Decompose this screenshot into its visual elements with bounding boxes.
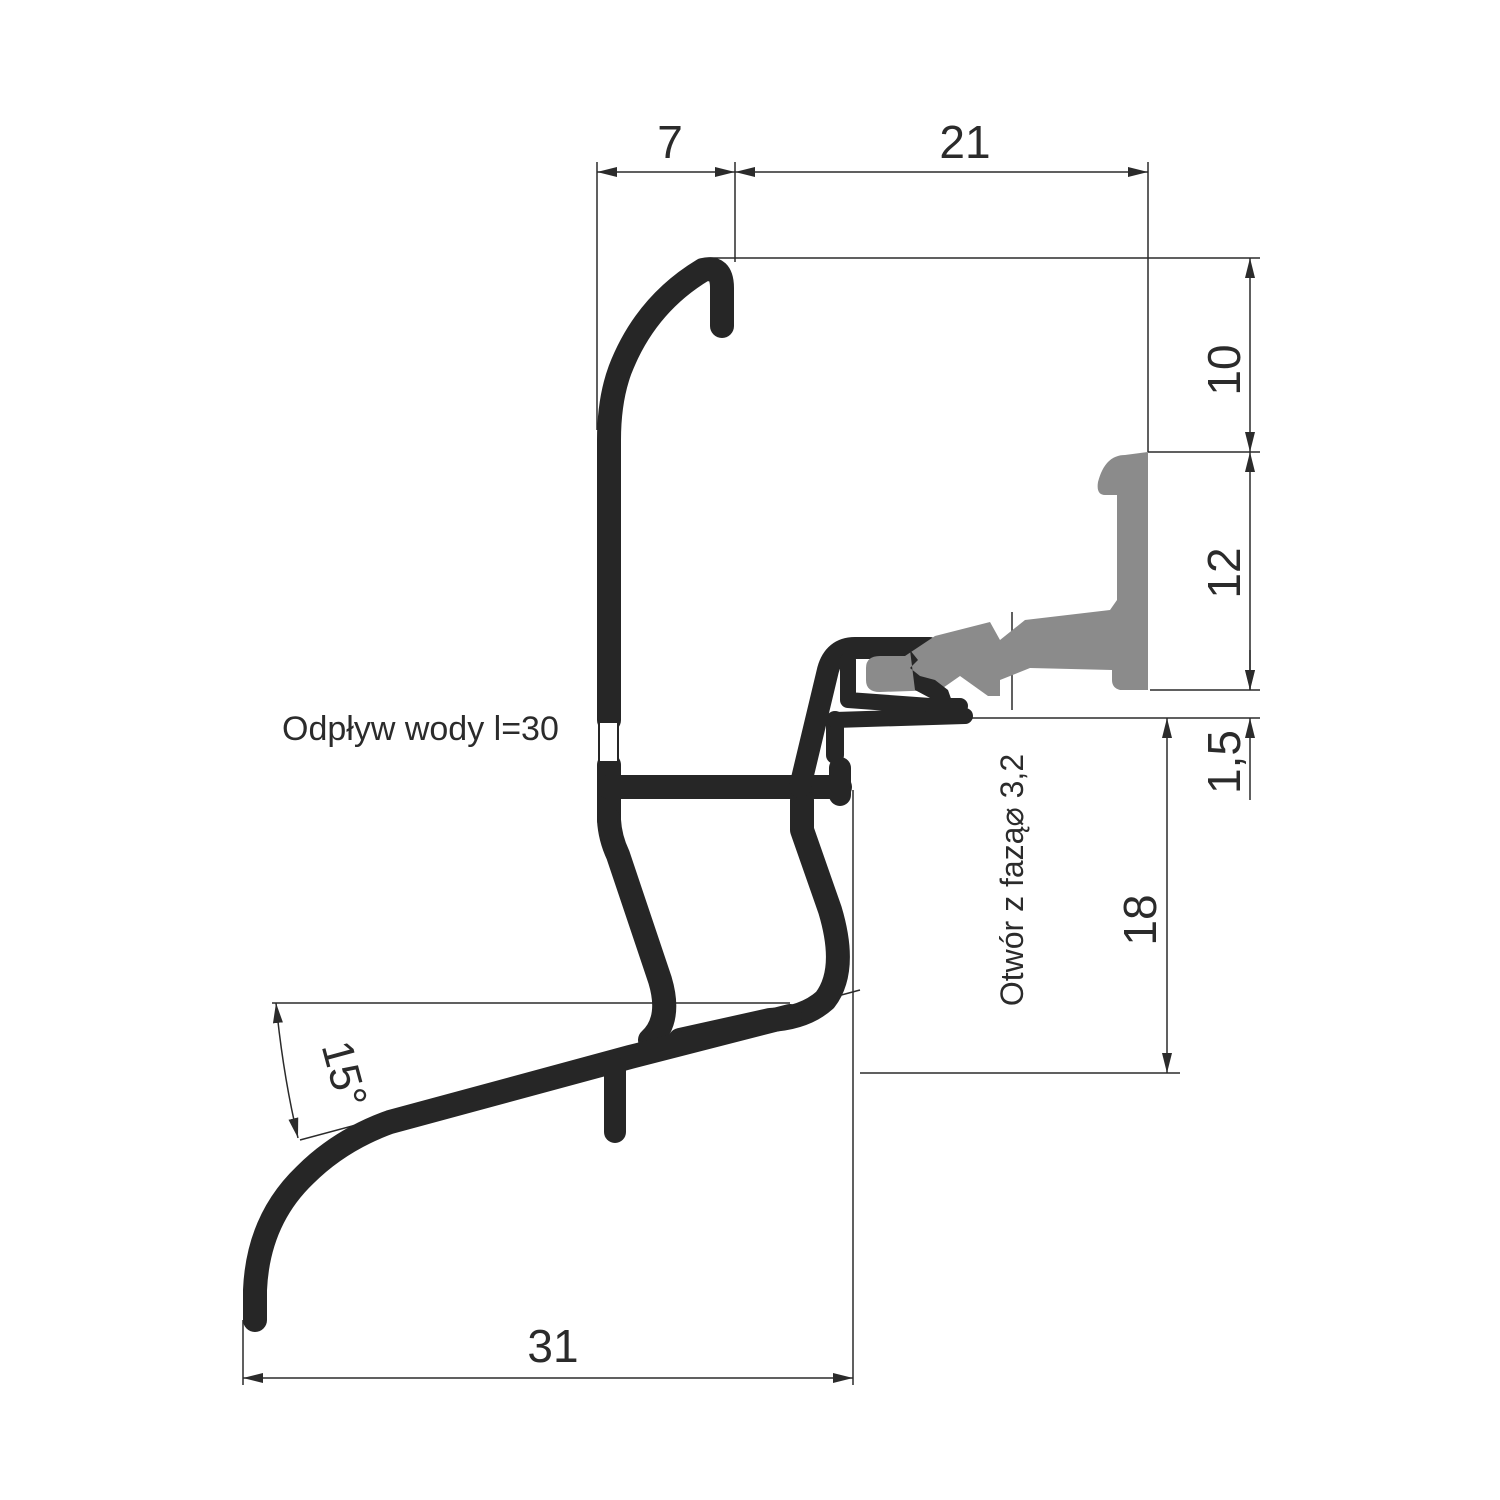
profile-sill bbox=[243, 1004, 802, 1332]
dim-31-text: 31 bbox=[527, 1320, 578, 1372]
gasket-body bbox=[866, 452, 1148, 696]
angle-arc bbox=[272, 1002, 299, 1139]
profile-upper-hook bbox=[597, 257, 734, 732]
gasket-serration bbox=[910, 650, 955, 712]
gasket bbox=[866, 452, 1148, 712]
profile-seat-diagonal bbox=[789, 637, 941, 798]
dim-1-5-text: 1,5 bbox=[1198, 730, 1250, 794]
drainage-label: Odpływ wody l=30 bbox=[282, 710, 559, 748]
dim-21-text: 21 bbox=[939, 116, 990, 168]
dim-12-text: 12 bbox=[1198, 547, 1250, 598]
dim-18-text: 18 bbox=[1114, 894, 1166, 945]
hole-label: Otwór z fazą⌀ 3,2 bbox=[994, 754, 1030, 1006]
dimension-lines bbox=[243, 167, 1255, 1383]
profile-seat-bottom bbox=[827, 708, 973, 728]
extension-lines bbox=[242, 162, 1260, 1385]
dim-10-text: 10 bbox=[1198, 344, 1250, 395]
dim-7-text: 7 bbox=[657, 116, 683, 168]
drainage-slot-marker bbox=[598, 721, 619, 763]
profile-right-leg bbox=[668, 788, 850, 1052]
profile-left-leg bbox=[597, 808, 677, 1052]
angle-text: 15° bbox=[312, 1036, 377, 1113]
aluminium-profile bbox=[243, 257, 973, 1332]
